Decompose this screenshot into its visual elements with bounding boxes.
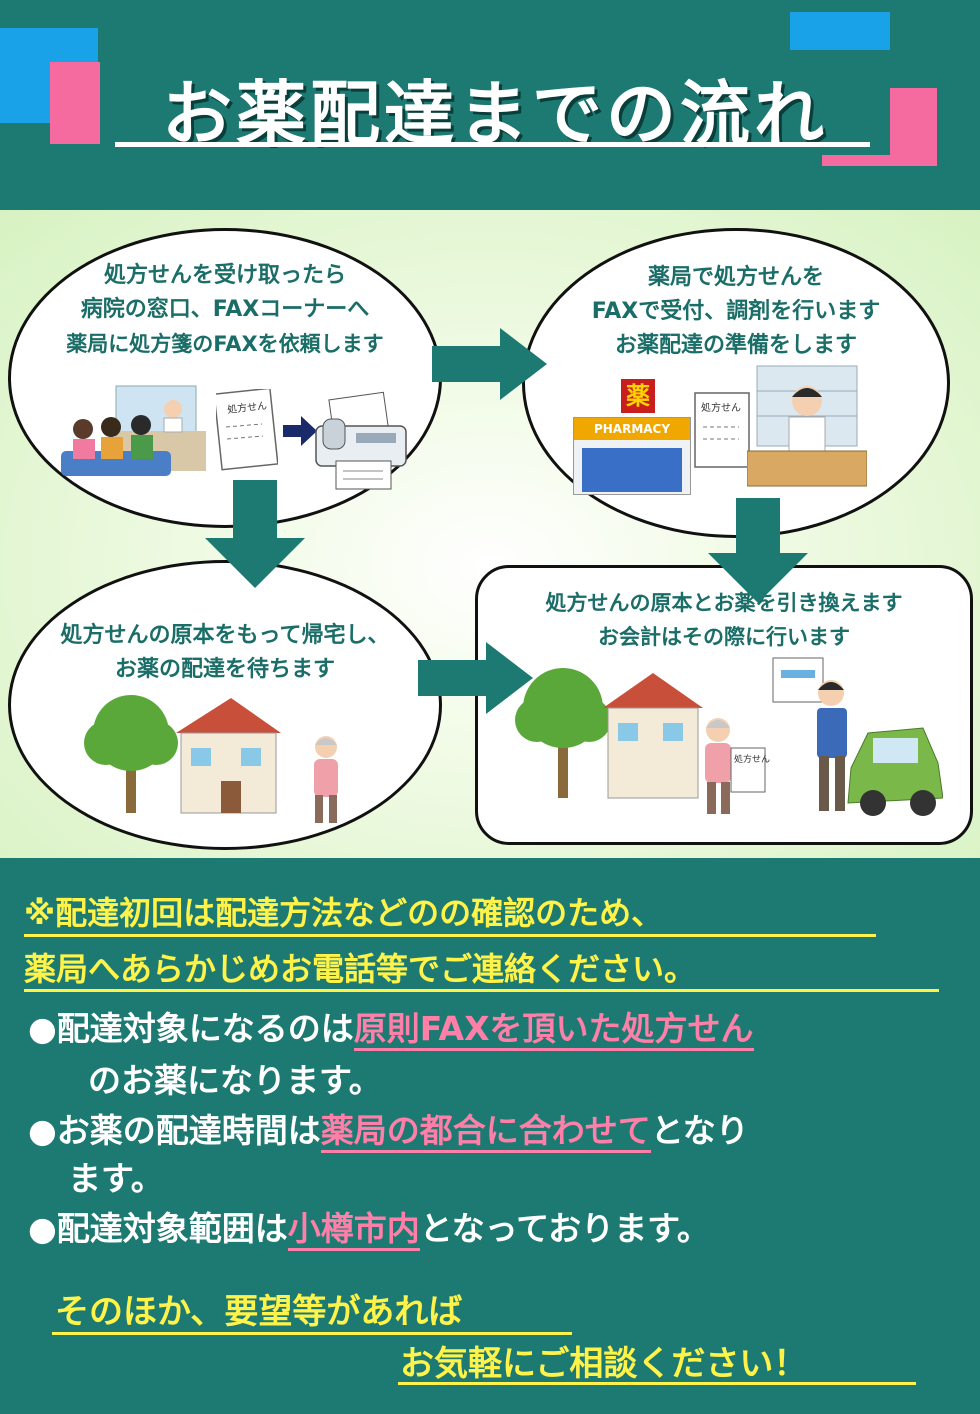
step-1-text: 処方せんを受け取ったら 病院の窓口、FAXコーナーへ 薬局に処方箋のFAXを依頼…	[11, 259, 439, 361]
step-4-line-2: お会計はその際に行います	[598, 625, 850, 649]
pharmacist-illustration	[747, 365, 867, 487]
arrow-step3-to-step4	[418, 642, 533, 714]
arrow-step1-to-step2	[432, 328, 547, 400]
footer-line-1: そのほか、要望等があれば	[55, 1292, 463, 1332]
step-3-line-2: お薬の配達を待ちます	[114, 657, 335, 682]
page-title: お薬配達までの流れ	[162, 73, 828, 155]
notice-underline-1	[24, 934, 876, 937]
bullet-1-cont: のお薬になります。	[88, 1061, 382, 1100]
bullet-2-post: となり	[650, 1111, 749, 1150]
notice-line-1: ※配達初回は配達方法などのの確認のため、	[24, 894, 664, 932]
bullet-2-highlight: 薬局の都合に合わせて	[320, 1111, 651, 1153]
hospital-waiting-illustration	[61, 385, 206, 476]
pharmacy-sign: 薬	[621, 379, 655, 413]
house-tree-illustration	[84, 695, 281, 814]
step-1-line-2: 病院の窓口、FAXコーナーへ	[80, 297, 370, 322]
title-underline	[115, 142, 870, 147]
delivery-scene-illustration	[515, 657, 943, 816]
flow-area: 処方せんを受け取ったら 病院の窓口、FAXコーナーへ 薬局に処方箋のFAXを依頼…	[0, 210, 980, 858]
bullet-3-highlight: 小樽市内	[287, 1209, 420, 1251]
bullet-1-pre: ●配達対象になるのは	[28, 1009, 354, 1048]
pharmacy-building: PHARMACY	[573, 417, 691, 495]
arrow-step2-to-step4	[708, 498, 808, 603]
step-1-line-1: 処方せんを受け取ったら	[103, 263, 346, 288]
bullet-2-cont: ます。	[68, 1159, 164, 1198]
right-arrow-icon	[283, 416, 317, 446]
notice-line-2: 薬局へあらかじめお電話等でご連絡ください。	[24, 950, 697, 988]
bullet-3-post: となっております。	[419, 1209, 710, 1248]
bullet-3-pre: ●配達対象範囲は	[28, 1209, 288, 1248]
bullet-2-pre: ●お薬の配達時間は	[28, 1111, 321, 1150]
step-4-bubble: 処方せんの原本とお薬を引き換えます お会計はその際に行います 処方せん	[475, 565, 973, 845]
prescription-doc-4-label: 処方せん	[734, 755, 771, 765]
step-2-line-1: 薬局で処方せんを	[647, 265, 824, 290]
notice-underline-2	[24, 989, 939, 992]
footer-underline-1	[52, 1332, 572, 1335]
title-wrap: お薬配達までの流れ	[100, 50, 890, 155]
pharmacy-window	[582, 448, 682, 492]
bullet-1: ●配達対象になるのは原則FAXを頂いた処方せん	[28, 1002, 754, 1051]
prescription-doc-2	[694, 392, 750, 468]
footer-line-2: お気軽にご相談ください！	[400, 1344, 808, 1384]
bullet-1-highlight: 原則FAXを頂いた処方せん	[353, 1009, 754, 1051]
step-2-bubble: 薬局で処方せんを FAXで受付、調剤を行います お薬配達の準備をします 薬 PH…	[522, 228, 950, 538]
step-1-bubble: 処方せんを受け取ったら 病院の窓口、FAXコーナーへ 薬局に処方箋のFAXを依頼…	[8, 228, 442, 528]
fax-machine-illustration	[315, 391, 407, 490]
prescription-doc-1	[216, 389, 278, 471]
step-2-line-2: FAXで受付、調剤を行います	[591, 299, 881, 324]
step-4-text: 処方せんの原本とお薬を引き換えます お会計はその際に行います	[478, 586, 970, 654]
info-section: ※配達初回は配達方法などのの確認のため、 薬局へあらかじめお電話等でご連絡くださ…	[0, 858, 980, 1414]
step-4-line-1: 処方せんの原本とお薬を引き換えます	[545, 591, 903, 615]
footer-underline-2	[398, 1382, 916, 1385]
step-3-line-1: 処方せんの原本をもって帰宅し、	[60, 623, 390, 648]
pharmacy-label: PHARMACY	[574, 418, 690, 440]
bullet-2: ●お薬の配達時間は薬局の都合に合わせてとなり	[28, 1104, 749, 1153]
bullet-3: ●配達対象範囲は小樽市内となっております。	[28, 1202, 710, 1251]
elderly-woman-illustration	[314, 736, 338, 823]
arrow-step1-to-step3	[205, 480, 305, 588]
step-1-line-3: 薬局に処方箋のFAXを依頼します	[66, 332, 384, 356]
header: お薬配達までの流れ	[0, 0, 980, 210]
step-3-bubble: 処方せんの原本をもって帰宅し、 お薬の配達を待ちます	[8, 560, 442, 850]
step-2-text: 薬局で処方せんを FAXで受付、調剤を行います お薬配達の準備をします	[525, 261, 947, 363]
step-2-line-3: お薬配達の準備をします	[614, 333, 857, 358]
step-3-text: 処方せんの原本をもって帰宅し、 お薬の配達を待ちます	[11, 619, 439, 687]
prescription-doc-2-label: 処方せん	[701, 403, 741, 414]
title-background	[100, 50, 890, 155]
